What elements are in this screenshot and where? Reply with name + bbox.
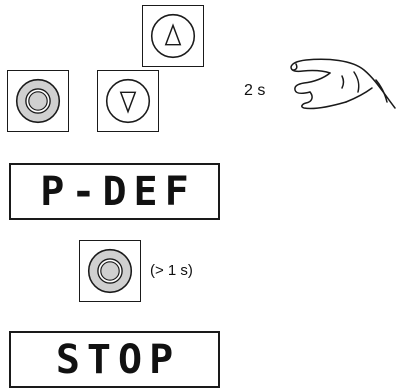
- hold-duration-label: 2 s: [244, 82, 266, 99]
- up-arrow-icon: [150, 13, 196, 59]
- ok-button[interactable]: [79, 240, 141, 302]
- display-pdef: P-DEF: [9, 163, 220, 220]
- pressing-hand-icon: [290, 58, 396, 110]
- display-text: P-DEF: [40, 168, 196, 215]
- down-arrow-icon: [105, 78, 151, 124]
- display-stop: STOP: [9, 331, 220, 388]
- down-arrow-button[interactable]: [97, 70, 159, 132]
- round-ok-button-icon: [87, 248, 133, 294]
- ok-button[interactable]: [7, 70, 69, 132]
- display-text: STOP: [55, 336, 181, 383]
- up-arrow-button[interactable]: [142, 5, 204, 67]
- round-ok-button-icon: [15, 78, 61, 124]
- press-duration-label: (> 1 s): [150, 262, 193, 279]
